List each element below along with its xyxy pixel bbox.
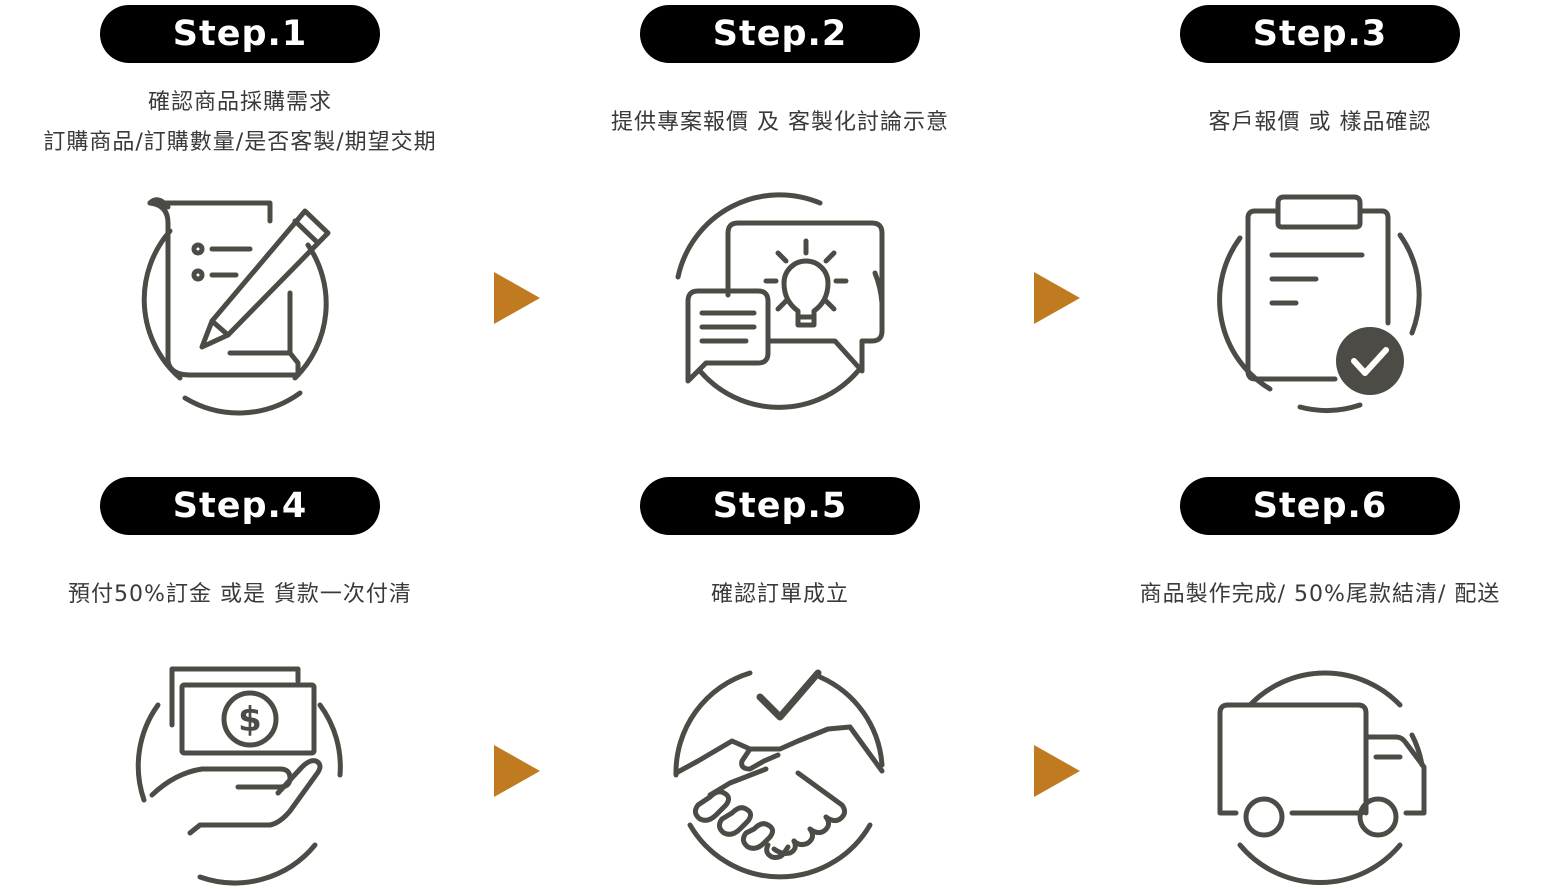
- document-pen-icon: [130, 193, 350, 416]
- step-5-badge: Step.5: [640, 477, 920, 535]
- step-5-description: 確認訂單成立: [540, 575, 1020, 615]
- svg-text:$: $: [238, 700, 262, 740]
- arrow-right-icon: [1034, 272, 1080, 324]
- step-4-description: 預付50%訂金 或是 貨款一次付清: [0, 575, 480, 615]
- step-4-badge: Step.4: [100, 477, 380, 535]
- handshake-check-icon: [670, 665, 890, 885]
- step-2-badge: Step.2: [640, 5, 920, 63]
- clipboard-check-icon: [1210, 193, 1430, 413]
- step-2-description: 提供專案報價 及 客製化討論示意: [540, 103, 1020, 143]
- step-3-badge: Step.3: [1180, 5, 1460, 63]
- delivery-truck-icon: [1210, 665, 1430, 886]
- money-hand-icon: $: [130, 665, 350, 886]
- step-1-badge: Step.1: [100, 5, 380, 63]
- step-1-description: 確認商品採購需求 訂購商品/訂購數量/是否客製/期望交期: [0, 83, 480, 163]
- step-5-desc-line-1: 確認訂單成立: [710, 582, 849, 607]
- step-1-desc-line-2: 訂購商品/訂購數量/是否客製/期望交期: [43, 130, 437, 155]
- step-3-desc-line-1: 客戶報價 或 樣品確認: [1208, 110, 1432, 135]
- arrow-right-icon: [494, 745, 540, 797]
- step-6-desc-line-1: 商品製作完成/ 50%尾款結清/ 配送: [1139, 582, 1501, 607]
- arrow-right-icon: [1034, 745, 1080, 797]
- step-6-badge: Step.6: [1180, 477, 1460, 535]
- step-1-desc-line-1: 確認商品採購需求: [147, 90, 332, 115]
- step-2-desc-line-1: 提供專案報價 及 客製化討論示意: [611, 110, 949, 135]
- step-3-description: 客戶報價 或 樣品確認: [1080, 103, 1560, 143]
- step-6-description: 商品製作完成/ 50%尾款結清/ 配送: [1090, 575, 1550, 615]
- chat-lightbulb-icon: [670, 192, 890, 413]
- step-4-desc-line-1: 預付50%訂金 或是 貨款一次付清: [68, 582, 412, 607]
- arrow-right-icon: [494, 272, 540, 324]
